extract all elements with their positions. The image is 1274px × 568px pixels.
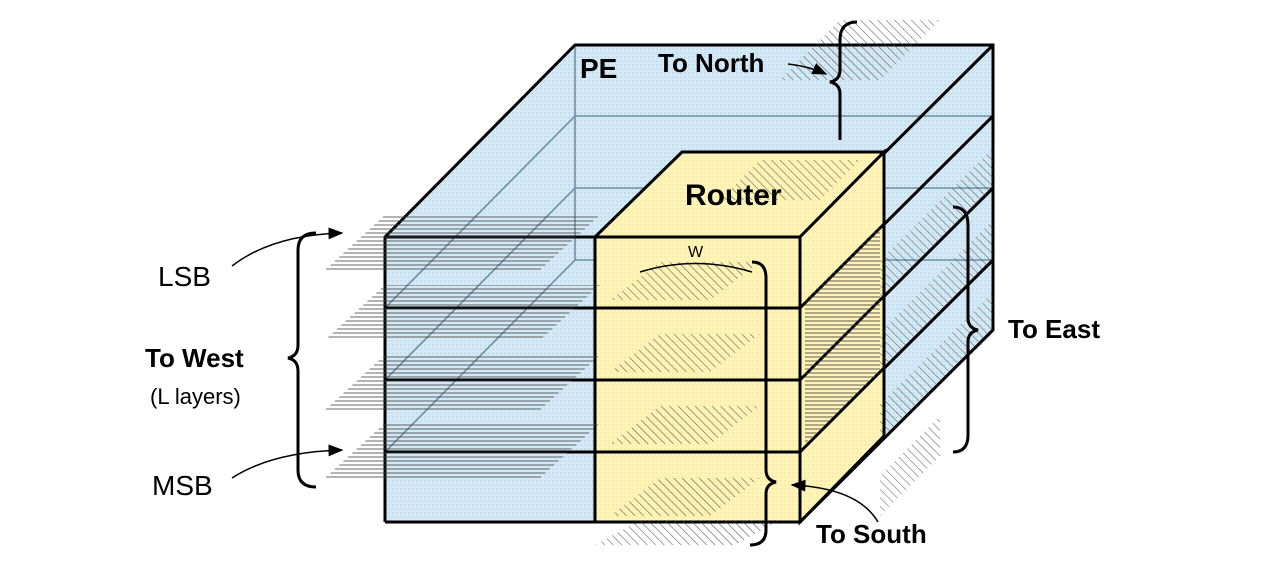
south-arrow <box>790 479 879 523</box>
router-label: Router <box>685 179 782 212</box>
north-arrow <box>787 63 828 75</box>
west-brace <box>287 231 317 489</box>
w-arc <box>639 262 753 273</box>
south-brace <box>749 260 777 547</box>
msb-arrow <box>231 444 344 479</box>
l-layers-label: (L layers) <box>150 384 241 409</box>
lsb-arrow <box>231 227 344 267</box>
south-wires <box>595 520 780 545</box>
to-east-label: To East <box>1008 314 1100 344</box>
brackets <box>287 20 979 547</box>
north-brace <box>829 20 858 140</box>
east-wires <box>880 148 993 516</box>
west-wires <box>325 215 600 478</box>
lsb-label: LSB <box>158 261 211 292</box>
to-south-label: To South <box>816 519 927 549</box>
east-brace <box>952 205 979 454</box>
router-cube <box>591 148 888 526</box>
label-arrows <box>231 63 879 523</box>
router-hatching <box>610 226 880 516</box>
pe-label: PE <box>580 53 617 84</box>
msb-label: MSB <box>152 470 213 501</box>
to-north-label: To North <box>658 48 764 78</box>
to-west-label: To West <box>145 343 244 373</box>
w-label: W <box>688 244 704 261</box>
